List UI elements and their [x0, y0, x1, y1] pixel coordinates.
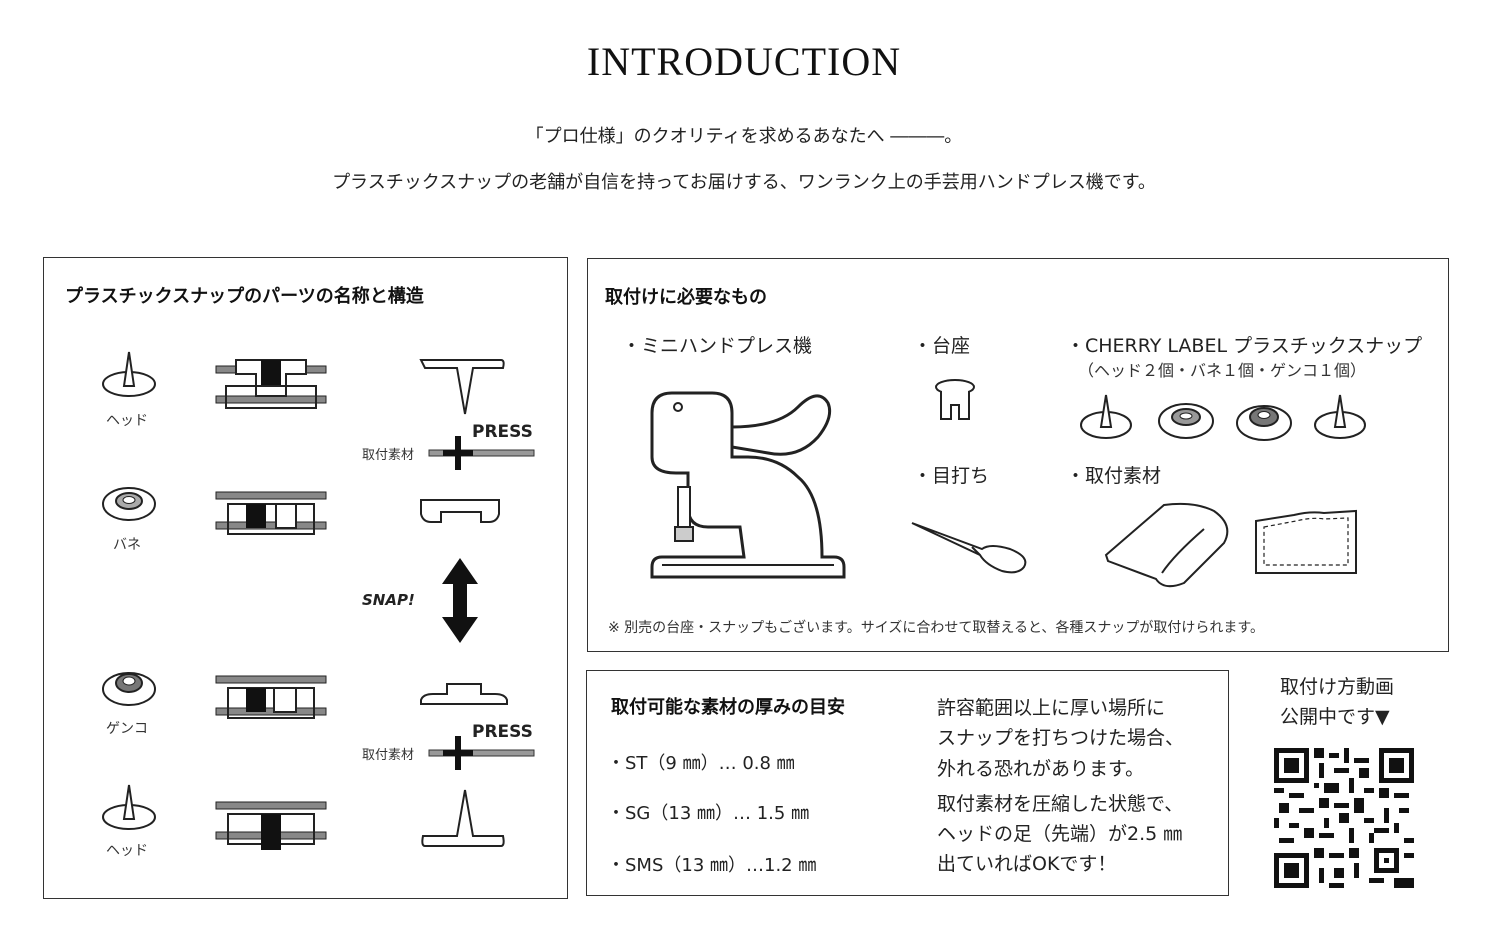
spring-profile-icon [420, 499, 500, 523]
thickness-heading: 取付可能な素材の厚みの目安 [611, 697, 845, 718]
snap-title: ・CHERRY LABEL プラスチックスナップ [1066, 335, 1423, 357]
page-title: INTRODUCTION [586, 39, 902, 84]
ok-line-2: ヘッドの足（先端）が2.5 ㎜ [937, 823, 1183, 845]
head-icon [1314, 394, 1366, 439]
base-icon [935, 379, 975, 420]
head-profile-icon [419, 359, 505, 415]
head-icon [102, 351, 156, 397]
fabric-icon [1104, 502, 1229, 588]
genko-icon [102, 672, 156, 706]
genko-icon [1236, 405, 1292, 441]
genko-profile-icon [420, 683, 508, 705]
qr-code-icon[interactable] [1274, 748, 1414, 888]
snap-subtitle: （ヘッド２個・バネ１個・ゲンコ１個） [1078, 361, 1367, 380]
leather-patch-icon [1255, 509, 1357, 574]
warning-line-3: 外れる恐れがあります。 [937, 758, 1145, 780]
cross-section-icon [215, 675, 327, 719]
spring-icon [102, 487, 156, 521]
head-icon [1080, 394, 1132, 439]
intro-line-1: 「プロ仕様」のクオリティを求めるあなたへ ―――。 [525, 126, 963, 147]
head-profile-icon [421, 789, 505, 847]
parts-structure-panel: プラスチックスナップのパーツの名称と構造 ヘッド 取付素材 PRESS バネ [43, 257, 568, 899]
head-icon [102, 784, 156, 830]
spring-icon [1158, 403, 1214, 439]
hand-press-machine-icon [650, 391, 846, 579]
thickness-item-st: ・ST（9 ㎜）… 0.8 ㎜ [607, 753, 795, 774]
head-label: ヘッド [106, 413, 148, 429]
material-label-1: 取付素材 [362, 448, 415, 463]
material-strip-icon [428, 436, 535, 470]
awl-icon [911, 522, 1027, 574]
material-strip-icon [428, 736, 535, 770]
video-line-2: 公開中です▼ [1280, 706, 1390, 728]
note-text: ※ 別売の台座・スナップもございます。サイズに合わせて取替えると、各種スナップが… [608, 620, 1264, 636]
spring-label: バネ [113, 537, 141, 553]
thickness-item-sms: ・SMS（13 ㎜）…1.2 ㎜ [607, 855, 817, 876]
ok-line-1: 取付素材を圧縮した状態で、 [937, 793, 1184, 815]
ok-line-3: 出ていればOKです！ [937, 853, 1117, 875]
up-down-arrow-icon [442, 558, 478, 643]
thickness-item-sg: ・SG（13 ㎜）… 1.5 ㎜ [607, 803, 810, 824]
press-machine-label: ・ミニハンドプレス機 [622, 335, 813, 357]
base-label: ・台座 [913, 335, 971, 357]
warning-line-1: 許容範囲以上に厚い場所に [937, 697, 1166, 719]
material-label: ・取付素材 [1066, 465, 1162, 487]
material-label-2: 取付素材 [362, 748, 415, 763]
cross-section-icon [215, 359, 327, 409]
press-label-2: PRESS [472, 722, 533, 742]
cross-section-icon [215, 801, 327, 850]
awl-label: ・目打ち [913, 465, 990, 487]
thickness-panel: 取付可能な素材の厚みの目安 ・ST（9 ㎜）… 0.8 ㎜ ・SG（13 ㎜）…… [586, 670, 1229, 896]
snap-label: SNAP! [362, 591, 415, 609]
warning-line-2: スナップを打ちつけた場合、 [937, 727, 1185, 749]
parts-heading: プラスチックスナップのパーツの名称と構造 [65, 286, 424, 307]
required-items-panel: 取付けに必要なもの ・ミニハンドプレス機 ・台座 ・目打ち ・CHERRY LA… [587, 258, 1449, 652]
required-heading: 取付けに必要なもの [605, 287, 767, 308]
video-line-1: 取付け方動画 [1280, 676, 1395, 698]
genko-label: ゲンコ [106, 721, 148, 737]
cross-section-icon [215, 491, 327, 535]
press-label-1: PRESS [472, 422, 533, 442]
head-label-2: ヘッド [106, 843, 148, 859]
intro-line-2: プラスチックスナップの老舗が自信を持ってお届けする、ワンランク上の手芸用ハンドプ… [332, 172, 1156, 193]
